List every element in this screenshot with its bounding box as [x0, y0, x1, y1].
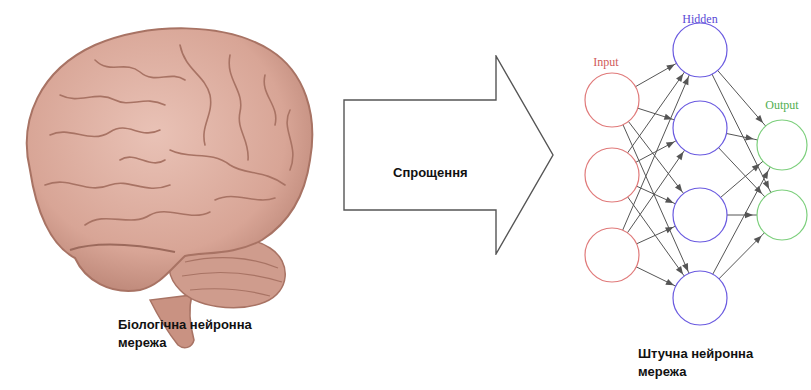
- input-neuron: [585, 73, 639, 127]
- layer-title: Hidden: [682, 12, 717, 27]
- hidden-neuron: [673, 101, 727, 155]
- arrow-shape: [344, 56, 553, 254]
- hidden-neuron: [673, 23, 727, 77]
- output-neuron: [757, 120, 807, 170]
- hidden-neuron: [673, 271, 727, 325]
- output-neuron: [757, 190, 807, 240]
- simplification-arrow: Спрощення: [343, 55, 555, 255]
- arrow-outline: [343, 55, 555, 255]
- hidden-neuron: [673, 188, 727, 242]
- input-neuron: [585, 148, 639, 202]
- figure-caption: Штучна нейронна мережа: [638, 345, 778, 380]
- cerebellum-folds: [182, 258, 282, 296]
- figure-caption: Біологічна нейронна мережа: [118, 316, 258, 351]
- network-neurons: [585, 23, 807, 325]
- brain-illustration: [27, 28, 312, 347]
- input-neuron: [585, 228, 639, 282]
- arrow-label: Спрощення: [393, 165, 468, 180]
- brain-folds: [45, 45, 293, 225]
- layer-title: Input: [593, 55, 618, 70]
- layer-title: Output: [765, 98, 798, 113]
- temporal-fissure: [70, 244, 175, 252]
- cerebrum: [27, 28, 312, 291]
